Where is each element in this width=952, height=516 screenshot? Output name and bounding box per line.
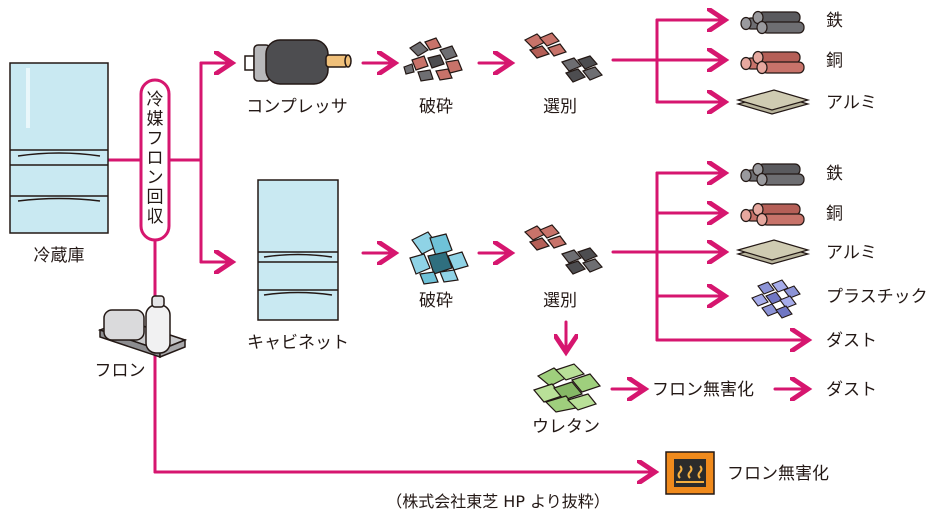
refrigerator-illustration xyxy=(9,62,109,234)
sorted-mid-illustration xyxy=(523,224,604,275)
bottom-freon-detox-label: フロン無害化 xyxy=(727,464,829,484)
output-top-aluminum: アルミ xyxy=(826,93,877,113)
sorted-top-illustration xyxy=(523,32,604,83)
refrigerant-recovery-box: 冷媒フロン回収 xyxy=(139,78,171,242)
freon-tank-illustration xyxy=(97,295,188,359)
output-mid-plastic: プラスチック xyxy=(826,287,928,307)
cabinet-label: キャビネット xyxy=(247,333,349,353)
sort-top-label: 選別 xyxy=(543,97,577,117)
flow-lines xyxy=(106,20,808,472)
crush-mid-label: 破砕 xyxy=(419,291,453,311)
refrigerator-label: 冷蔵庫 xyxy=(34,246,85,266)
cabinet-illustration xyxy=(257,179,339,321)
sort-mid-label: 選別 xyxy=(543,291,577,311)
copper-rods-icon xyxy=(740,202,805,227)
steel-rods-icon xyxy=(740,10,805,35)
output-mid-dust: ダスト xyxy=(826,331,877,351)
output-mid-aluminum: アルミ xyxy=(826,243,877,263)
output-mid-iron: 鉄 xyxy=(826,164,843,184)
heater-icon xyxy=(665,451,715,495)
crush-top-label: 破砕 xyxy=(419,97,453,117)
copper-rods-icon xyxy=(740,50,805,75)
urethane-label: ウレタン xyxy=(532,417,600,437)
output-top-iron: 鉄 xyxy=(826,11,843,31)
output-mid-copper: 銅 xyxy=(826,204,843,224)
crushed-cabinet-illustration xyxy=(409,231,469,285)
plastic-pieces-icon xyxy=(751,279,801,319)
output-top-copper: 銅 xyxy=(826,51,843,71)
urethane-freon-detox-label: フロン無害化 xyxy=(652,380,754,400)
freon-label: フロン xyxy=(95,361,146,381)
steel-rods-icon xyxy=(740,162,805,187)
urethane-illustration xyxy=(532,363,602,413)
crushed-metal-illustration xyxy=(403,37,463,82)
refrigerant-recovery-label: 冷媒フロン回収 xyxy=(147,90,164,227)
source-note: （株式会社東芝 HP より抜粋） xyxy=(386,492,610,511)
aluminum-sheet-icon xyxy=(735,89,811,115)
compressor-illustration xyxy=(244,39,352,85)
aluminum-sheet-icon xyxy=(735,239,811,265)
urethane-dust-label: ダスト xyxy=(826,380,877,400)
compressor-label: コンプレッサ xyxy=(246,97,348,117)
